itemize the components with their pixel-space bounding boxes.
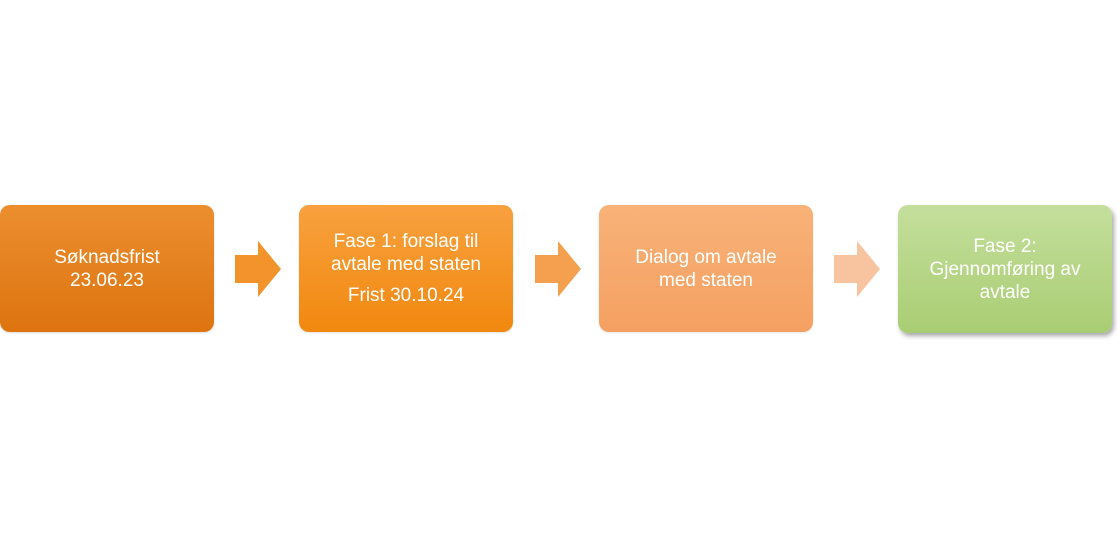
step-1-line-2: 23.06.23 [70,269,144,291]
step-1-line-1: Søknadsfrist [54,246,160,268]
step-3-line-1: Dialog om avtale [635,246,777,268]
step-3-line-2: med staten [659,269,753,291]
arrow-right-icon [535,241,581,297]
step-2-deadline: Frist 30.10.24 [347,285,465,306]
step-2-line-1: Fase 1: forslag til [333,231,479,252]
step-4-line-2: Gjennomføring av [929,258,1081,280]
step-dialog: Dialog om avtale med staten [599,205,813,332]
step-fase-2: Fase 2: Gjennomføring av avtale [898,205,1112,333]
step-2-line-2: avtale med staten [331,254,481,275]
step-4-line-1: Fase 2: [973,235,1037,257]
arrow-right-icon [834,241,880,297]
arrow-right-icon [235,241,281,297]
step-soknadsfrist: Søknadsfrist 23.06.23 [0,205,214,332]
step-fase-1: Fase 1: forslag til avtale med staten Fr… [299,205,513,332]
step-4-line-3: avtale [979,281,1031,303]
